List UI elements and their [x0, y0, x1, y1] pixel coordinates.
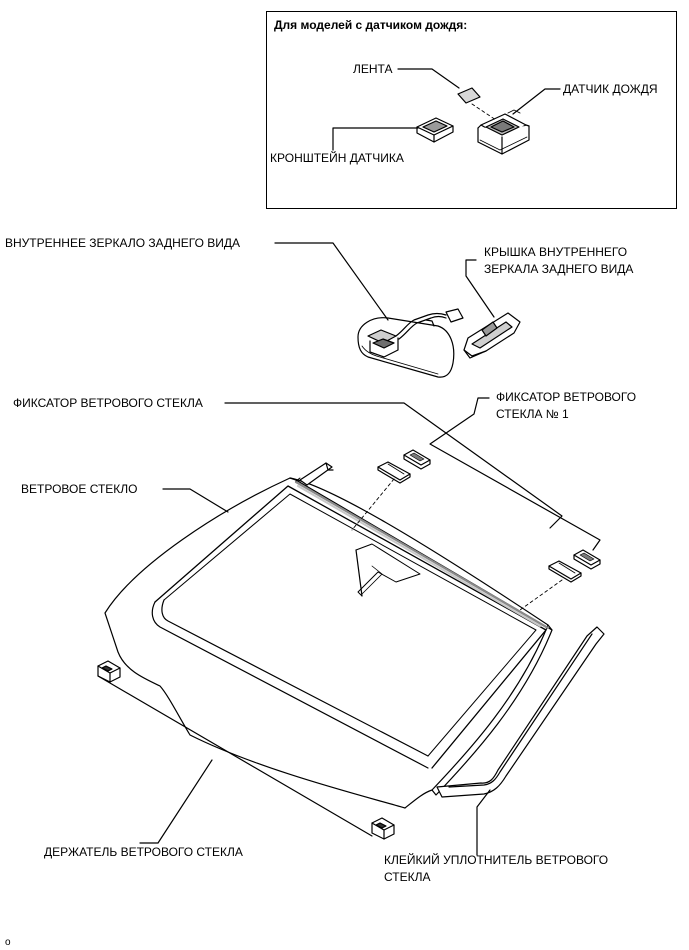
windshield-part — [104, 477, 553, 809]
ws-retainer-label: ФИКСАТОР ВЕТРОВОГО СТЕКЛА — [13, 396, 203, 410]
dam-label-line2: СТЕКЛА — [384, 870, 431, 884]
inner-mirror-label: ВНУТРЕННЕЕ ЗЕРКАЛО ЗАДНЕГО ВИДА — [5, 236, 241, 250]
dam-label-line1: КЛЕЙКИЙ УПЛОТНИТЕЛЬ ВЕТРОВОГО — [384, 853, 609, 867]
ws-holder-bracket — [97, 675, 373, 837]
inner-mirror-leader — [274, 242, 389, 321]
windshield-label: ВЕТРОВОЕ СТЕКЛО — [21, 482, 138, 496]
ws-retainer-right — [548, 560, 582, 583]
rain-sensor-label: ДАТЧИК ДОЖДЯ — [563, 82, 658, 96]
mirror-cover-label-line1: КРЫШКА ВНУТРЕННЕГО — [484, 245, 628, 259]
ws-retainer1-label-line2: СТЕКЛА № 1 — [496, 407, 569, 421]
ws-retainer-left — [377, 461, 411, 484]
inner-mirror-part — [357, 308, 464, 378]
ws-retainer1-right — [573, 549, 601, 570]
retainer-left-dashed-link — [351, 478, 395, 531]
rain-sensor-part — [477, 109, 530, 155]
mirror-cover-leader — [465, 259, 495, 318]
sensor-bracket-leader — [332, 127, 419, 151]
upper-retainer-strip-part — [299, 462, 334, 486]
ws-retainer-leader — [224, 402, 563, 529]
rain-sensor-leader — [512, 88, 561, 115]
retainer-group-line — [388, 403, 404, 458]
mirror-cover-part — [463, 312, 521, 359]
ws-retainer1-left — [403, 449, 431, 470]
sensor-bracket-label: КРОНШТЕЙН ДАТЧИКА — [270, 151, 404, 165]
rain-sensor-inset — [266, 11, 677, 209]
sensor-bracket-part — [416, 117, 454, 143]
windshield-leader — [162, 488, 229, 513]
inset-title: Для моделей с датчиком дождя: — [274, 18, 468, 32]
tape-label: ЛЕНТА — [353, 62, 393, 76]
retainer-right-dashed-link — [519, 579, 563, 611]
ws-holder-right — [371, 817, 395, 840]
ws-holder-label: ДЕРЖАТЕЛЬ ВЕТРОВОГО СТЕКЛА — [44, 845, 243, 859]
ws-retainer1-leader — [429, 397, 601, 551]
mirror-cover-label-line2: ЗЕРКАЛА ЗАДНЕГО ВИДА — [484, 262, 634, 276]
ws-retainer1-label-line1: ФИКСАТОР ВЕТРОВОГО — [496, 390, 637, 404]
tape-part — [457, 87, 481, 104]
dam-leader — [476, 789, 491, 856]
corner-strip-detail — [295, 477, 301, 482]
windshield-dam-part — [436, 626, 605, 798]
tape-dashed-link — [471, 103, 497, 121]
tape-leader — [397, 68, 460, 89]
footer-mark: o — [5, 937, 11, 948]
ws-holder-left — [97, 660, 121, 683]
ws-holder-leader — [139, 759, 213, 844]
